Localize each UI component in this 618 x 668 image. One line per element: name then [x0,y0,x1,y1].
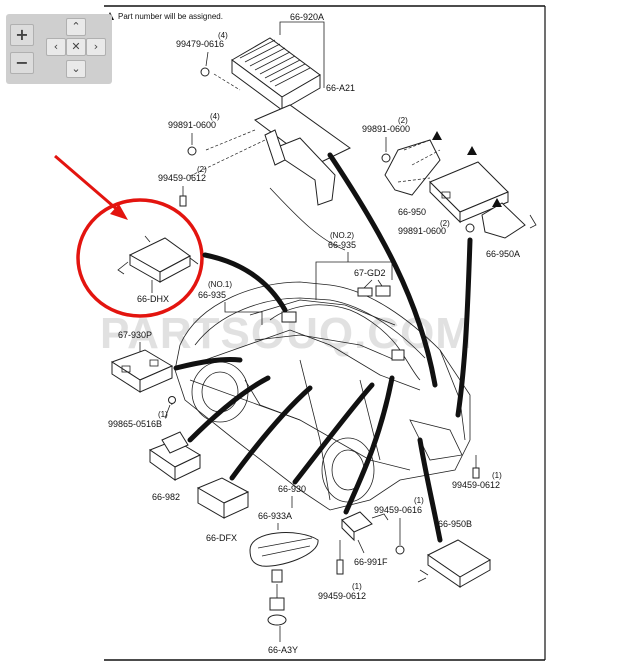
nut-icon [187,146,197,156]
module-66-DHX [117,237,199,283]
label-66-991F: 66-991F [354,557,388,567]
label-66-DFX: 66-DFX [206,533,237,543]
label-99891-0600-b: 99891-0600 [362,124,410,134]
qty-1c: (1) [414,496,424,505]
antenna-amp-roof [281,311,297,323]
triangle-icon [492,198,502,207]
label-99459-0612-d: 99459-0612 [452,480,500,490]
module-66-950 [384,139,526,239]
bolt-icon [336,559,344,575]
screw-icon [168,396,176,404]
pan-left-button[interactable]: ‹ [46,38,66,56]
connector-67-930P [110,349,174,393]
qty-1b: (1) [352,582,362,591]
roof-harness-2 [254,334,396,361]
antenna-amp-rear [391,349,405,361]
amplifier-bracket [254,104,351,206]
pan-down-button[interactable]: ⌄ [66,60,86,78]
leader-920A [279,21,325,88]
clip-icon [357,287,373,297]
antenna-66-933A [249,532,319,583]
label-66-950A: 66-950A [486,249,520,259]
label-67-930P: 67-930P [118,330,152,340]
label-99459-0612-b: 99459-0612 [318,591,366,601]
roof-harness [269,304,421,381]
label-no2: (NO.2) [330,231,354,240]
note-text: Part number will be assigned. [118,12,223,21]
qty-2a: (2) [197,165,207,174]
qty-1a: (1) [158,410,168,419]
highlight-circle [76,198,204,318]
label-66-935-no2: 66-935 [328,240,356,250]
label-66-A3Y: 66-A3Y [268,645,298,655]
bolt-icon [179,195,187,207]
leader-cable-DHX [202,252,288,313]
clip-icon [375,285,391,297]
pan-up-button[interactable]: ⌃ [66,18,86,36]
sensor-66-991F [341,511,389,542]
label-66-982: 66-982 [152,492,180,502]
leader-cable-DFX [229,385,313,481]
qty-2b: (2) [398,116,408,125]
leader-cable-982 [187,375,271,443]
screw-icon [529,214,537,229]
nut-icon [465,223,475,233]
antenna-base [269,597,285,611]
label-66-950: 66-950 [398,207,426,217]
label-66-950B: 66-950B [438,519,472,529]
leader-cable-950B [417,437,443,543]
amplifier-66-920A [231,37,321,111]
leader-cable-991F [343,375,395,515]
qty-2c: (2) [440,219,450,228]
label-99891-0600-c: 99891-0600 [398,226,446,236]
label-99479-0616: 99479-0616 [176,39,224,49]
label-66-920A: 66-920A [290,12,324,22]
bolt-icon [472,467,480,479]
screw-icon [395,545,405,555]
qty-1d: (1) [492,471,502,480]
bolt-icon [200,67,210,77]
triangle-icon [467,146,477,155]
reset-view-button[interactable]: ✕ [66,38,86,56]
module-66-DFX [196,477,250,519]
label-67-GD2: 67-GD2 [354,268,386,278]
antenna-nut [267,614,287,626]
label-99459-0616: 99459-0616 [374,505,422,515]
highlight-arrowhead [110,204,128,220]
nut-icon [381,153,391,163]
leader-cable-amp [327,152,438,388]
label-no1: (NO.1) [208,280,232,289]
qty-4a: (4) [218,31,228,40]
module-66-950B [417,539,491,588]
triangle-icon [432,131,442,140]
qty-4b: (4) [210,112,220,121]
label-66-930: 66-930 [278,484,306,494]
highlight-arrow [54,154,121,214]
label-66-DHX: 66-DHX [137,294,169,304]
label-66-933A: 66-933A [258,511,292,521]
zoom-in-button[interactable]: + [10,24,34,46]
zoom-pan-control: + − ⌃ ‹ ✕ › ⌄ [6,14,112,84]
pan-right-button[interactable]: › [86,38,106,56]
leader-cable-950 [455,237,473,418]
label-99865-0516B: 99865-0516B [108,419,162,429]
leader-cable-930P [173,357,243,371]
switch-66-982 [148,431,202,481]
label-99459-0612-a: 99459-0612 [158,173,206,183]
label-99891-0600-a: 99891-0600 [168,120,216,130]
label-66-A21: 66-A21 [326,83,355,93]
leader-cable-930 [292,382,375,485]
label-66-935-no1: 66-935 [198,290,226,300]
zoom-out-button[interactable]: − [10,52,34,74]
